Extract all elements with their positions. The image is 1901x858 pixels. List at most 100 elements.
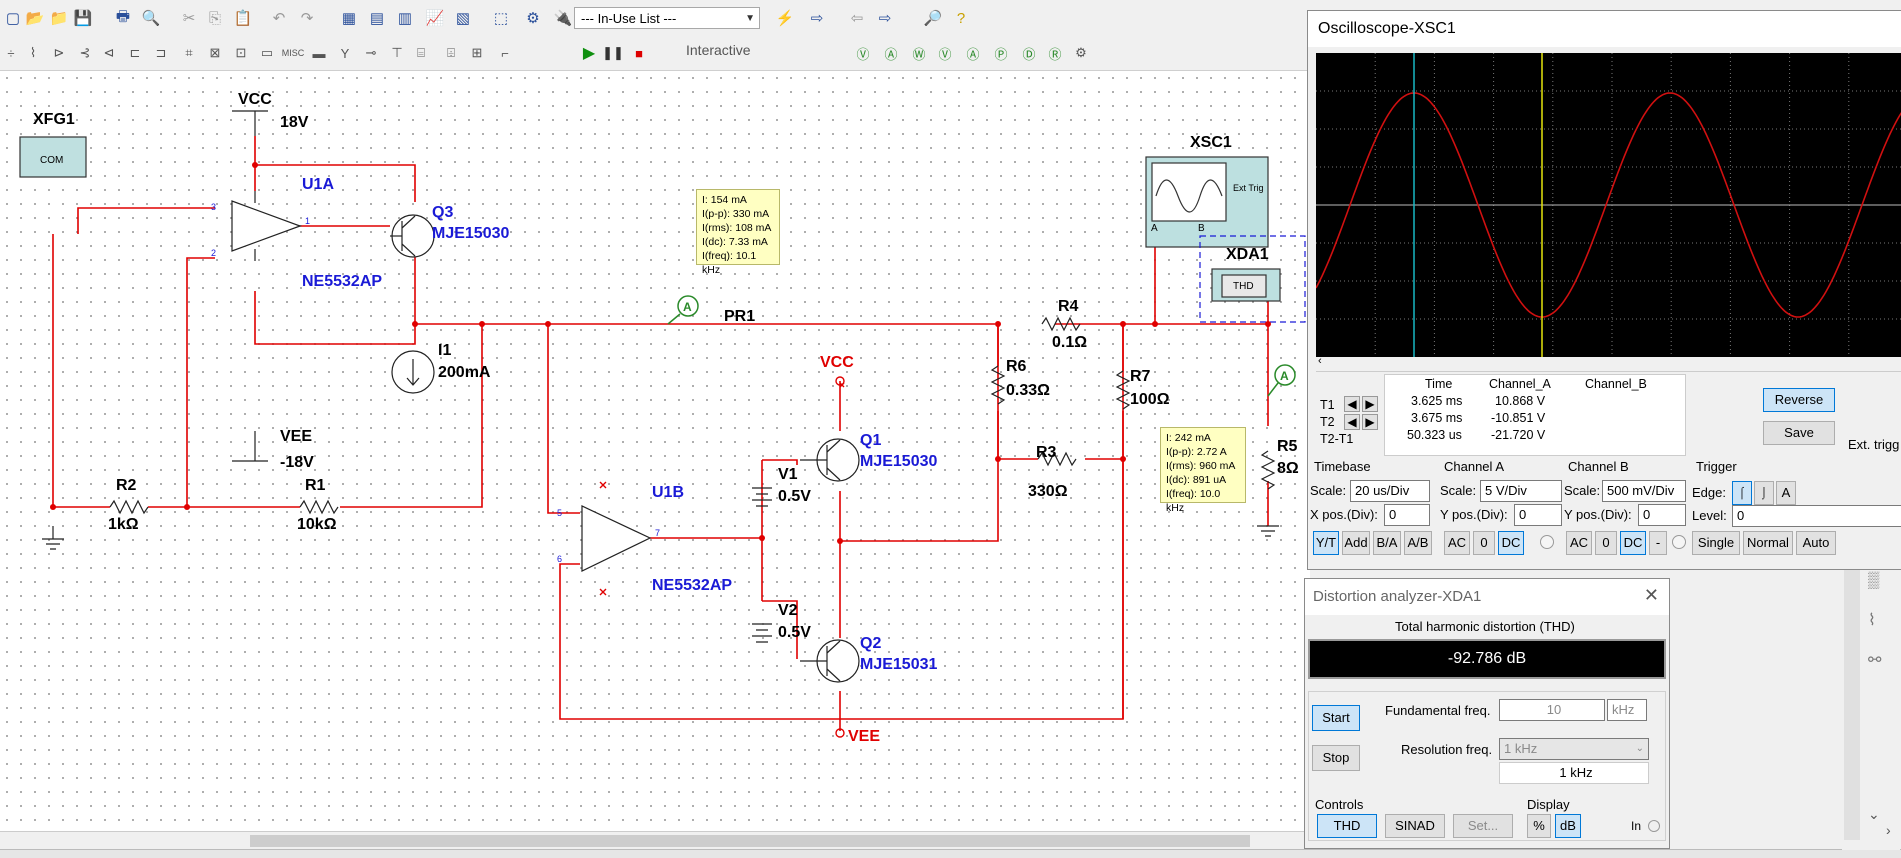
diode-icon[interactable]: ⊳: [53, 45, 65, 60]
zoom-icon[interactable]: 🔎: [923, 10, 943, 27]
analog-icon[interactable]: ⊲: [103, 45, 115, 60]
advanced-peripherals-icon[interactable]: ▬: [312, 45, 326, 61]
analyses-icon[interactable]: ⚙: [526, 10, 540, 27]
redo-icon[interactable]: ↷: [300, 10, 314, 27]
spreadsheet-icon[interactable]: ▤: [369, 10, 385, 27]
probe-pr2-readout[interactable]: I: 242 mA I(p-p): 2.72 A I(rms): 960 mA …: [1160, 427, 1246, 514]
cut-icon[interactable]: ✂: [182, 10, 196, 27]
toolbox-icon-1[interactable]: ▒: [1868, 572, 1880, 589]
design-toolbox-icon[interactable]: ▦: [341, 10, 357, 27]
undo-icon[interactable]: ↶: [272, 10, 286, 27]
falling-edge-icon[interactable]: ⌡: [1754, 481, 1774, 505]
power-probe-icon[interactable]: Ⓟ: [994, 46, 1008, 62]
open-folder-icon[interactable]: 📂: [25, 10, 45, 27]
schematic-canvas[interactable]: A A XFG1 COM VCC 18V VEE -18V U1A NE5532…: [0, 71, 1310, 831]
probe-pr1-readout[interactable]: I: 154 mA I(p-p): 330 mA I(rms): 108 mA …: [696, 189, 780, 276]
fundamental-input[interactable]: 10: [1499, 699, 1605, 721]
grapher-icon[interactable]: 📈: [425, 10, 445, 27]
save-icon[interactable]: 💾: [73, 10, 93, 27]
auto-button[interactable]: Auto: [1796, 531, 1836, 555]
component-wizard-icon[interactable]: 🔌: [553, 10, 573, 27]
voltage-probe-icon[interactable]: Ⓥ: [938, 46, 952, 62]
scrollbar-thumb[interactable]: [250, 835, 1250, 847]
chevron-down-icon[interactable]: ⌄: [1868, 806, 1880, 822]
rf-icon[interactable]: Y: [340, 45, 350, 61]
transfer-icon[interactable]: ⇨: [810, 10, 824, 27]
wattmeter-icon[interactable]: Ⓦ: [912, 46, 926, 62]
scope-scrollbar[interactable]: ‹: [1316, 355, 1901, 372]
open-samples-icon[interactable]: 📁: [49, 10, 69, 27]
postprocessor-icon[interactable]: ▧: [455, 10, 471, 27]
forward-annotate-icon[interactable]: ⇨: [878, 10, 892, 27]
database-icon[interactable]: ▥: [397, 10, 413, 27]
mixed-icon[interactable]: ⊠: [209, 45, 221, 60]
rising-edge-icon[interactable]: ⌠: [1732, 481, 1752, 505]
channel-a-scale-input[interactable]: 5 V/Div: [1480, 480, 1562, 502]
channel-a-radio[interactable]: [1540, 535, 1554, 549]
pause-icon[interactable]: ❚❚: [602, 45, 624, 60]
help-icon[interactable]: ?: [956, 9, 966, 27]
trigger-source-a-button[interactable]: A: [1776, 481, 1796, 505]
toolbox-icon-2[interactable]: ⌇: [1868, 612, 1876, 629]
normal-button[interactable]: Normal: [1743, 531, 1793, 555]
timebase-scale-input[interactable]: 20 us/Div: [1350, 480, 1430, 502]
oscilloscope-screen[interactable]: [1315, 53, 1901, 357]
print-preview-icon[interactable]: 🔍: [141, 10, 161, 27]
interactive-mode-label[interactable]: Interactive: [686, 42, 751, 58]
chevron-right-icon[interactable]: ›: [1886, 822, 1891, 838]
basic-icon[interactable]: ⌇: [29, 45, 37, 60]
new-file-icon[interactable]: ▢: [5, 10, 21, 27]
channel-a-0-button[interactable]: 0: [1473, 531, 1495, 555]
oscilloscope-title[interactable]: Oscilloscope-XSC1: [1308, 11, 1901, 47]
distortion-title[interactable]: Distortion analyzer-XDA1: [1305, 579, 1669, 615]
trigger-level-input[interactable]: 0: [1732, 505, 1901, 527]
channel-a-dc-button[interactable]: DC: [1498, 531, 1524, 555]
back-annotate-icon[interactable]: ⇦: [850, 10, 864, 27]
t2-left-arrow-icon[interactable]: ◀: [1344, 414, 1360, 430]
ammeter-icon[interactable]: Ⓐ: [884, 46, 898, 62]
copy-icon[interactable]: ⎘: [208, 9, 221, 27]
chevron-left-icon[interactable]: ‹: [1318, 355, 1322, 367]
current-probe-icon[interactable]: Ⓐ: [966, 46, 980, 62]
transistor-icon[interactable]: ⊰: [79, 45, 91, 60]
single-button[interactable]: Single: [1692, 531, 1740, 555]
reverse-button[interactable]: Reverse: [1763, 388, 1835, 412]
diff-probe-icon[interactable]: Ⓓ: [1022, 46, 1036, 62]
source-icon[interactable]: ÷: [7, 45, 15, 61]
yt-button[interactable]: Y/T: [1313, 531, 1339, 555]
channel-b-ac-button[interactable]: AC: [1566, 531, 1592, 555]
in-terminal-icon[interactable]: [1648, 820, 1660, 832]
t2-right-arrow-icon[interactable]: ▶: [1362, 414, 1378, 430]
ni-components-icon[interactable]: ⊤: [391, 45, 403, 60]
channel-b-minus-button[interactable]: -: [1649, 531, 1667, 555]
hierarchical-block-icon[interactable]: ⊞: [471, 45, 483, 60]
close-icon[interactable]: ✕: [1643, 585, 1659, 605]
probe-settings-icon[interactable]: ⚙: [1075, 45, 1087, 60]
start-button[interactable]: Start: [1312, 705, 1360, 731]
stop-icon[interactable]: ■: [635, 45, 643, 61]
print-icon[interactable]: 🖶: [115, 7, 131, 25]
run-icon[interactable]: ▶: [582, 45, 596, 62]
channel-b-scale-input[interactable]: 500 mV/Div: [1602, 480, 1686, 502]
channel-a-ac-button[interactable]: AC: [1444, 531, 1470, 555]
db-display-button[interactable]: dB: [1555, 814, 1581, 838]
channel-b-radio[interactable]: [1672, 535, 1686, 549]
channel-b-0-button[interactable]: 0: [1595, 531, 1617, 555]
power-icon[interactable]: ▭: [260, 45, 274, 60]
resolution-select[interactable]: 1 kHz ⌄: [1499, 738, 1649, 760]
breadboard-icon[interactable]: ⬚: [493, 10, 509, 27]
add-button[interactable]: Add: [1342, 531, 1370, 555]
cmos-icon[interactable]: ⊐: [155, 45, 167, 60]
thd-mode-button[interactable]: THD: [1317, 814, 1377, 838]
misc-icon[interactable]: MISC: [281, 48, 305, 58]
channel-b-dc-button[interactable]: DC: [1620, 531, 1646, 555]
set-button[interactable]: Set...: [1453, 814, 1513, 838]
ttl-icon[interactable]: ⊏: [129, 45, 141, 60]
channel-a-ypos-input[interactable]: 0: [1514, 504, 1562, 526]
mcu-icon[interactable]: ⌹: [447, 45, 455, 60]
sinad-mode-button[interactable]: SINAD: [1385, 814, 1445, 838]
timebase-xpos-input[interactable]: 0: [1384, 504, 1430, 526]
erc-icon[interactable]: ⚡: [775, 10, 795, 27]
multimeter-icon[interactable]: Ⓥ: [856, 46, 870, 62]
canvas-horizontal-scrollbar[interactable]: [0, 831, 1310, 850]
